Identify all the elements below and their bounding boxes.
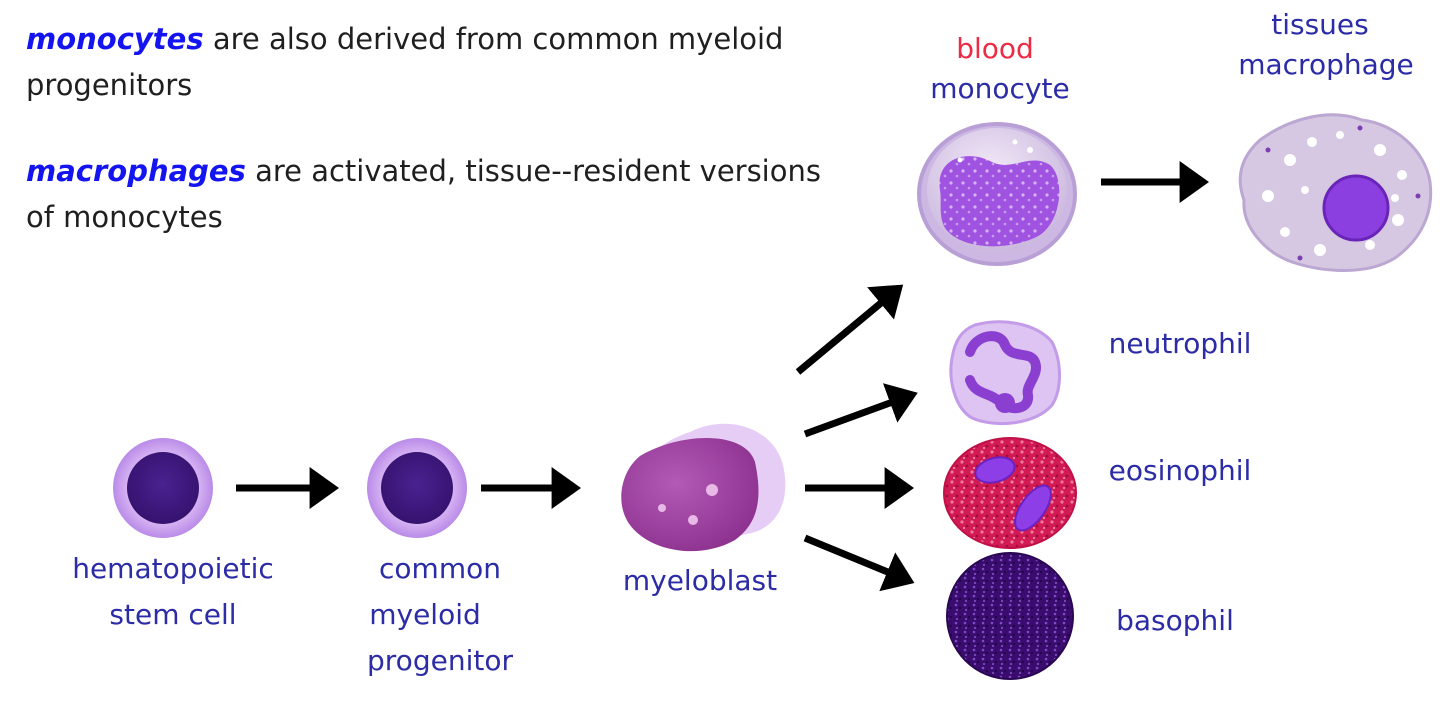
label-myeloblast: myeloblast xyxy=(622,564,778,597)
intro-macrophages: macrophages are activated, tissue--resid… xyxy=(26,148,846,240)
blood-monocyte-cell xyxy=(917,122,1077,266)
arrow-myeloblast-to-neutrophil xyxy=(803,383,918,438)
intro-macrophages-line2: of monocytes xyxy=(26,200,223,234)
myeloblast-cell xyxy=(621,423,786,552)
label-cmp-line3: progenitor xyxy=(367,644,513,677)
label-hsc-line2: stem cell xyxy=(109,598,237,631)
keyword-monocytes: monocytes xyxy=(26,22,204,56)
intro-monocytes-line1: are also derived from common myeloid xyxy=(203,22,784,56)
label-basophil: basophil xyxy=(1116,604,1234,637)
tissue-macrophage-cell xyxy=(1238,113,1433,272)
label-cmp-line1: common xyxy=(379,552,501,585)
hematopoietic-stem-cell xyxy=(113,438,213,538)
label-monocyte: monocyte xyxy=(930,72,1070,105)
eosinophil-cell xyxy=(943,437,1077,549)
arrow-myeloblast-to-basophil xyxy=(803,534,915,592)
label-neutrophil: neutrophil xyxy=(1108,327,1252,360)
neutrophil-cell xyxy=(949,320,1061,426)
basophil-cell xyxy=(946,552,1074,680)
label-macrophage: macrophage xyxy=(1238,48,1414,81)
intro-monocytes-line2: progenitors xyxy=(26,68,193,102)
arrow-myeloblast-to-monocyte xyxy=(795,284,904,375)
label-hematopoietic-stem-cell: hematopoietic stem cell xyxy=(43,546,303,638)
keyword-macrophages: macrophages xyxy=(26,154,246,188)
intro-macrophages-line1: are activated, tissue--resident versions xyxy=(245,154,821,188)
label-tissues: tissues xyxy=(1271,8,1369,41)
label-eosinophil: eosinophil xyxy=(1108,454,1252,487)
label-blood: blood xyxy=(956,32,1034,65)
intro-monocytes: monocytes are also derived from common m… xyxy=(26,16,846,108)
common-myeloid-progenitor-cell xyxy=(367,438,467,538)
label-common-myeloid-progenitor: common myeloid progenitor xyxy=(320,546,530,684)
label-hsc-line1: hematopoietic xyxy=(72,552,274,585)
label-cmp-line2: myeloid xyxy=(369,598,481,631)
